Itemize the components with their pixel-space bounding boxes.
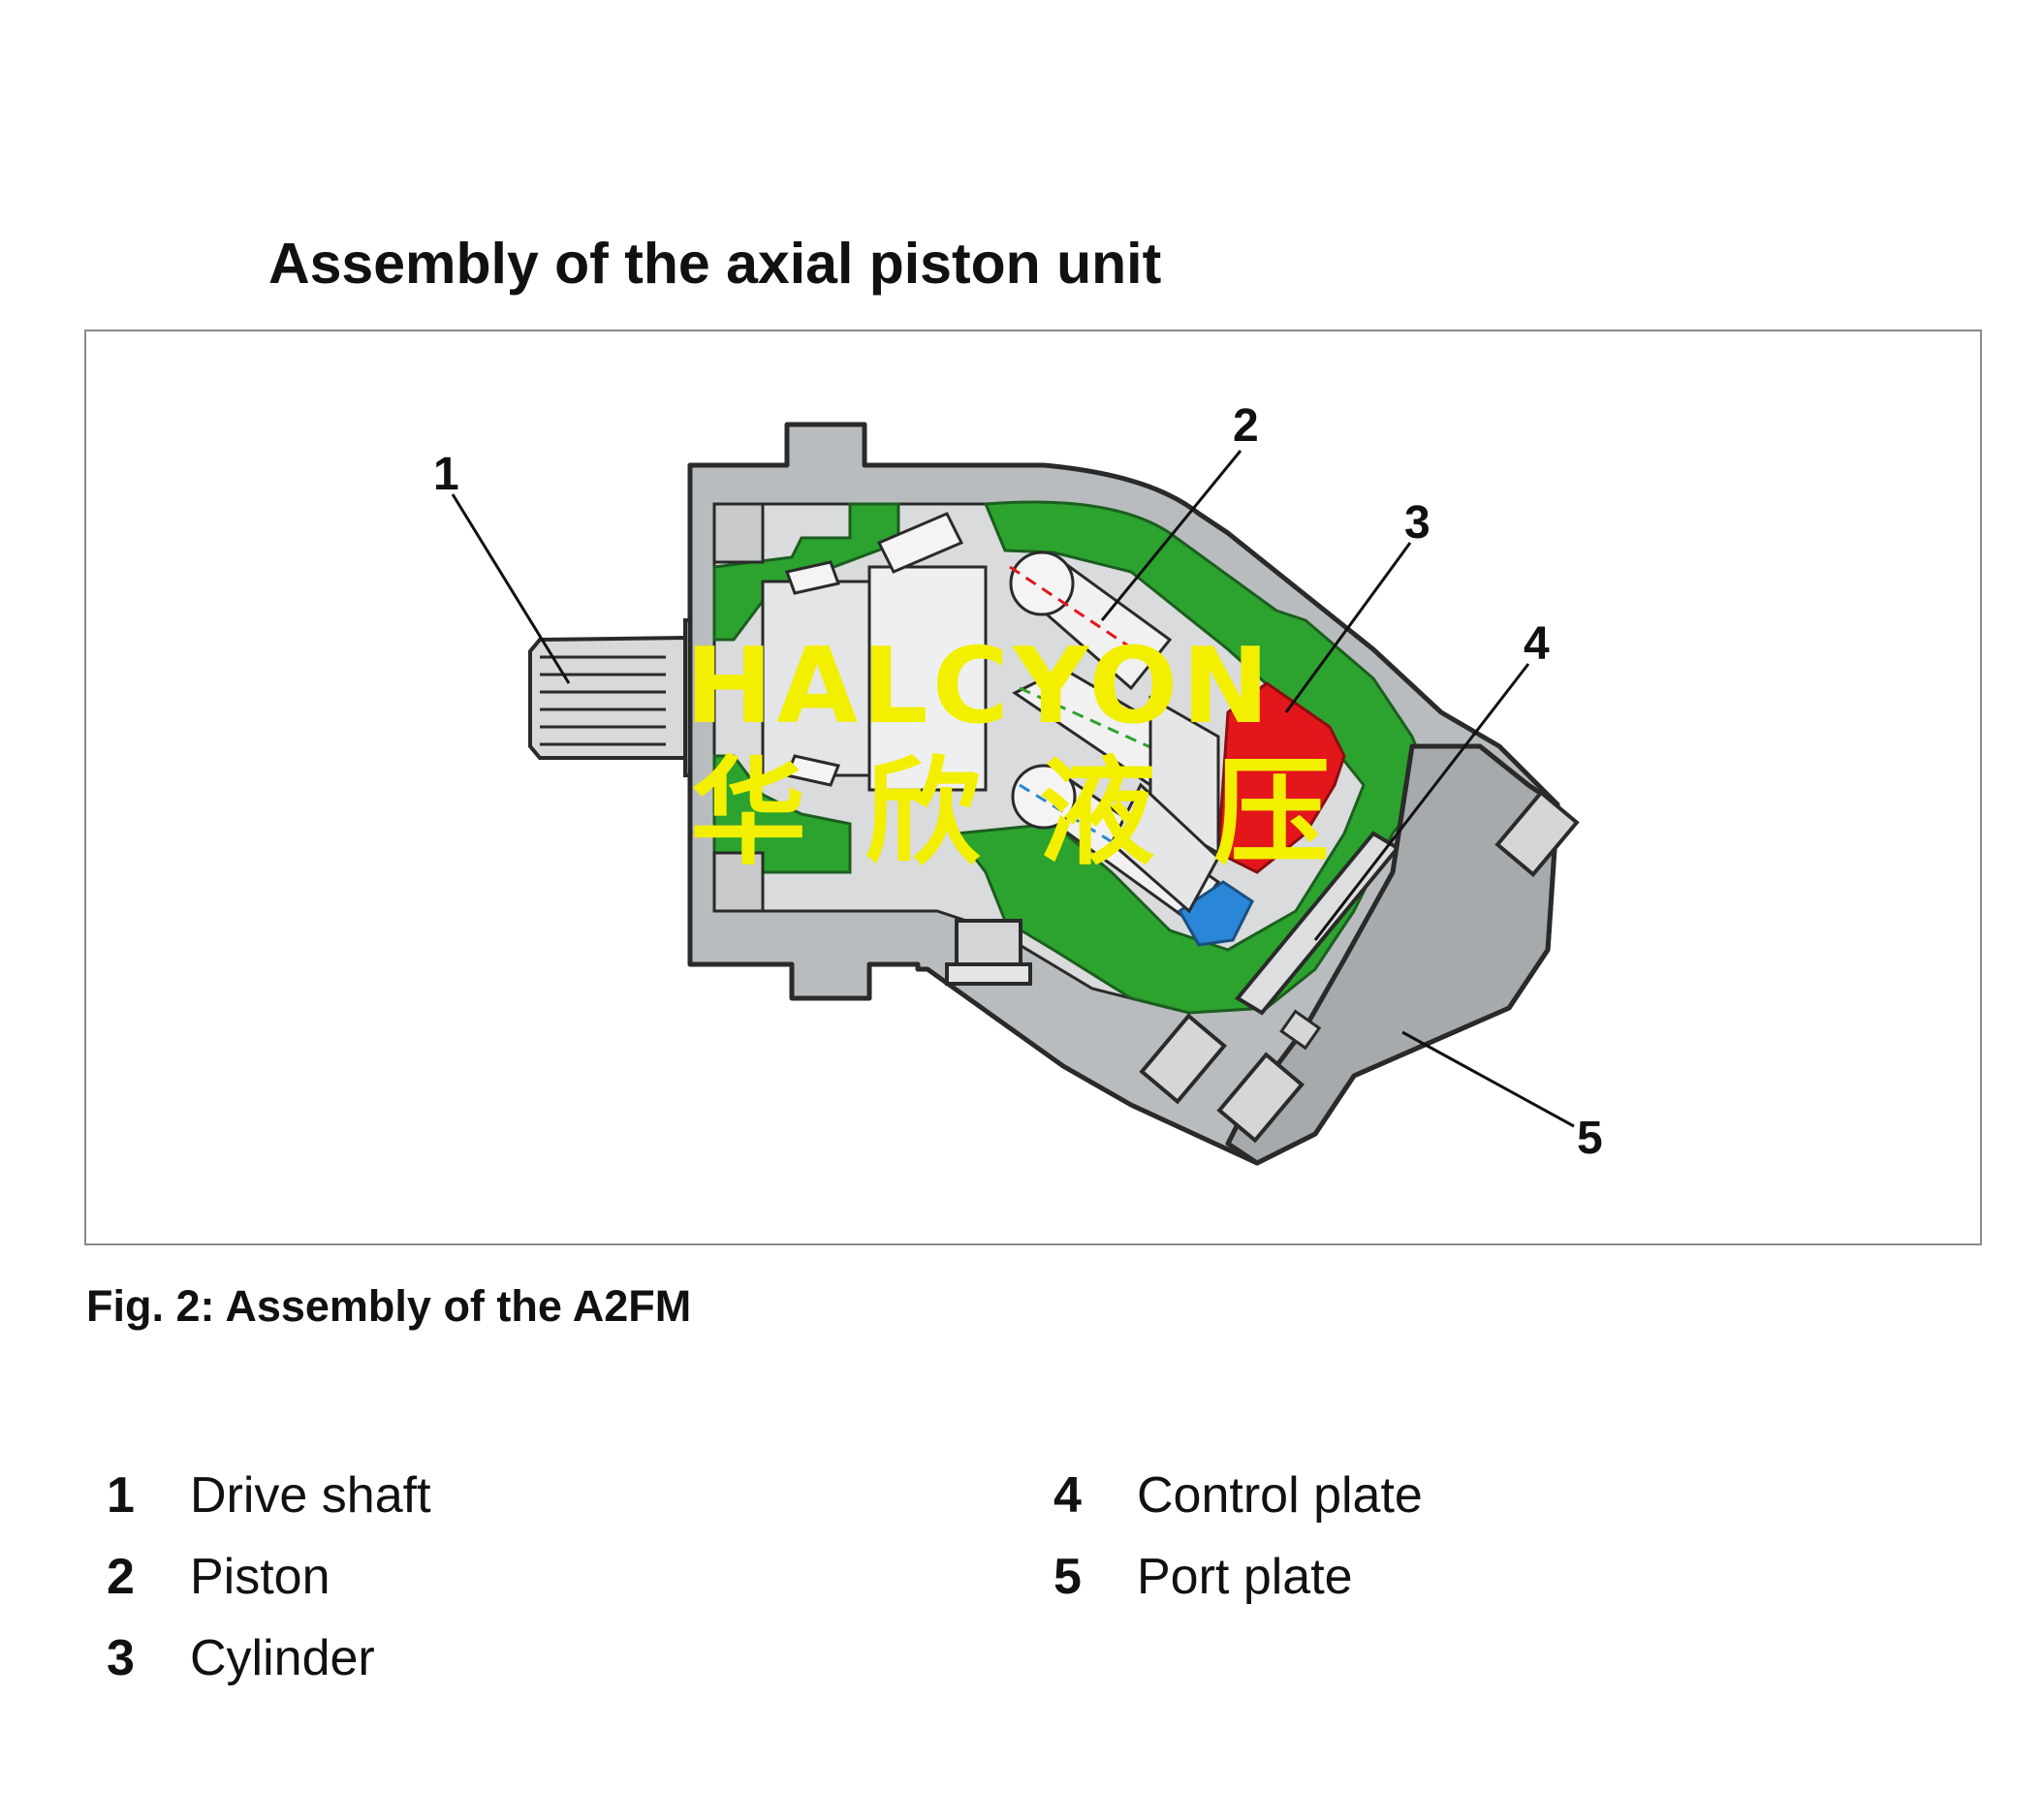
watermark-chinese: 华欣液压 (690, 746, 1388, 881)
legend-label: Drive shaft (190, 1467, 431, 1524)
watermark-latin: HALCYON (685, 626, 1274, 747)
legend-number: 5 (1053, 1549, 1082, 1605)
legend-number: 4 (1053, 1467, 1082, 1524)
legend-item-port-plate: 5 Port plate (1053, 1548, 1353, 1606)
legend-item-cylinder: 3 Cylinder (107, 1629, 375, 1687)
callout-leaders (451, 450, 1575, 1128)
legend-number: 1 (107, 1467, 135, 1524)
axial-piston-diagram: 1 2 3 4 5 HALCYON 华欣液压 (433, 400, 1603, 1166)
page-title: Assembly of the axial piston unit (268, 232, 1162, 296)
legend-label: Cylinder (190, 1630, 375, 1686)
legend-number: 3 (107, 1630, 135, 1686)
callout-3: 3 (1404, 497, 1431, 549)
figure-caption: Fig. 2: Assembly of the A2FM (86, 1281, 692, 1331)
legend-label: Control plate (1137, 1467, 1423, 1524)
callout-5: 5 (1577, 1113, 1603, 1164)
legend-label: Piston (190, 1549, 330, 1605)
legend-number: 2 (107, 1549, 135, 1605)
callout-2: 2 (1233, 400, 1259, 452)
cylinder (1110, 681, 1346, 947)
port-plate (1139, 743, 1580, 1166)
legend-label: Port plate (1137, 1549, 1353, 1605)
legend-item-control-plate: 4 Control plate (1053, 1466, 1423, 1525)
legend-item-piston: 2 Piston (107, 1548, 330, 1606)
legend-item-drive-shaft: 1 Drive shaft (107, 1466, 431, 1525)
callout-1: 1 (433, 449, 459, 500)
callout-4: 4 (1524, 618, 1550, 670)
